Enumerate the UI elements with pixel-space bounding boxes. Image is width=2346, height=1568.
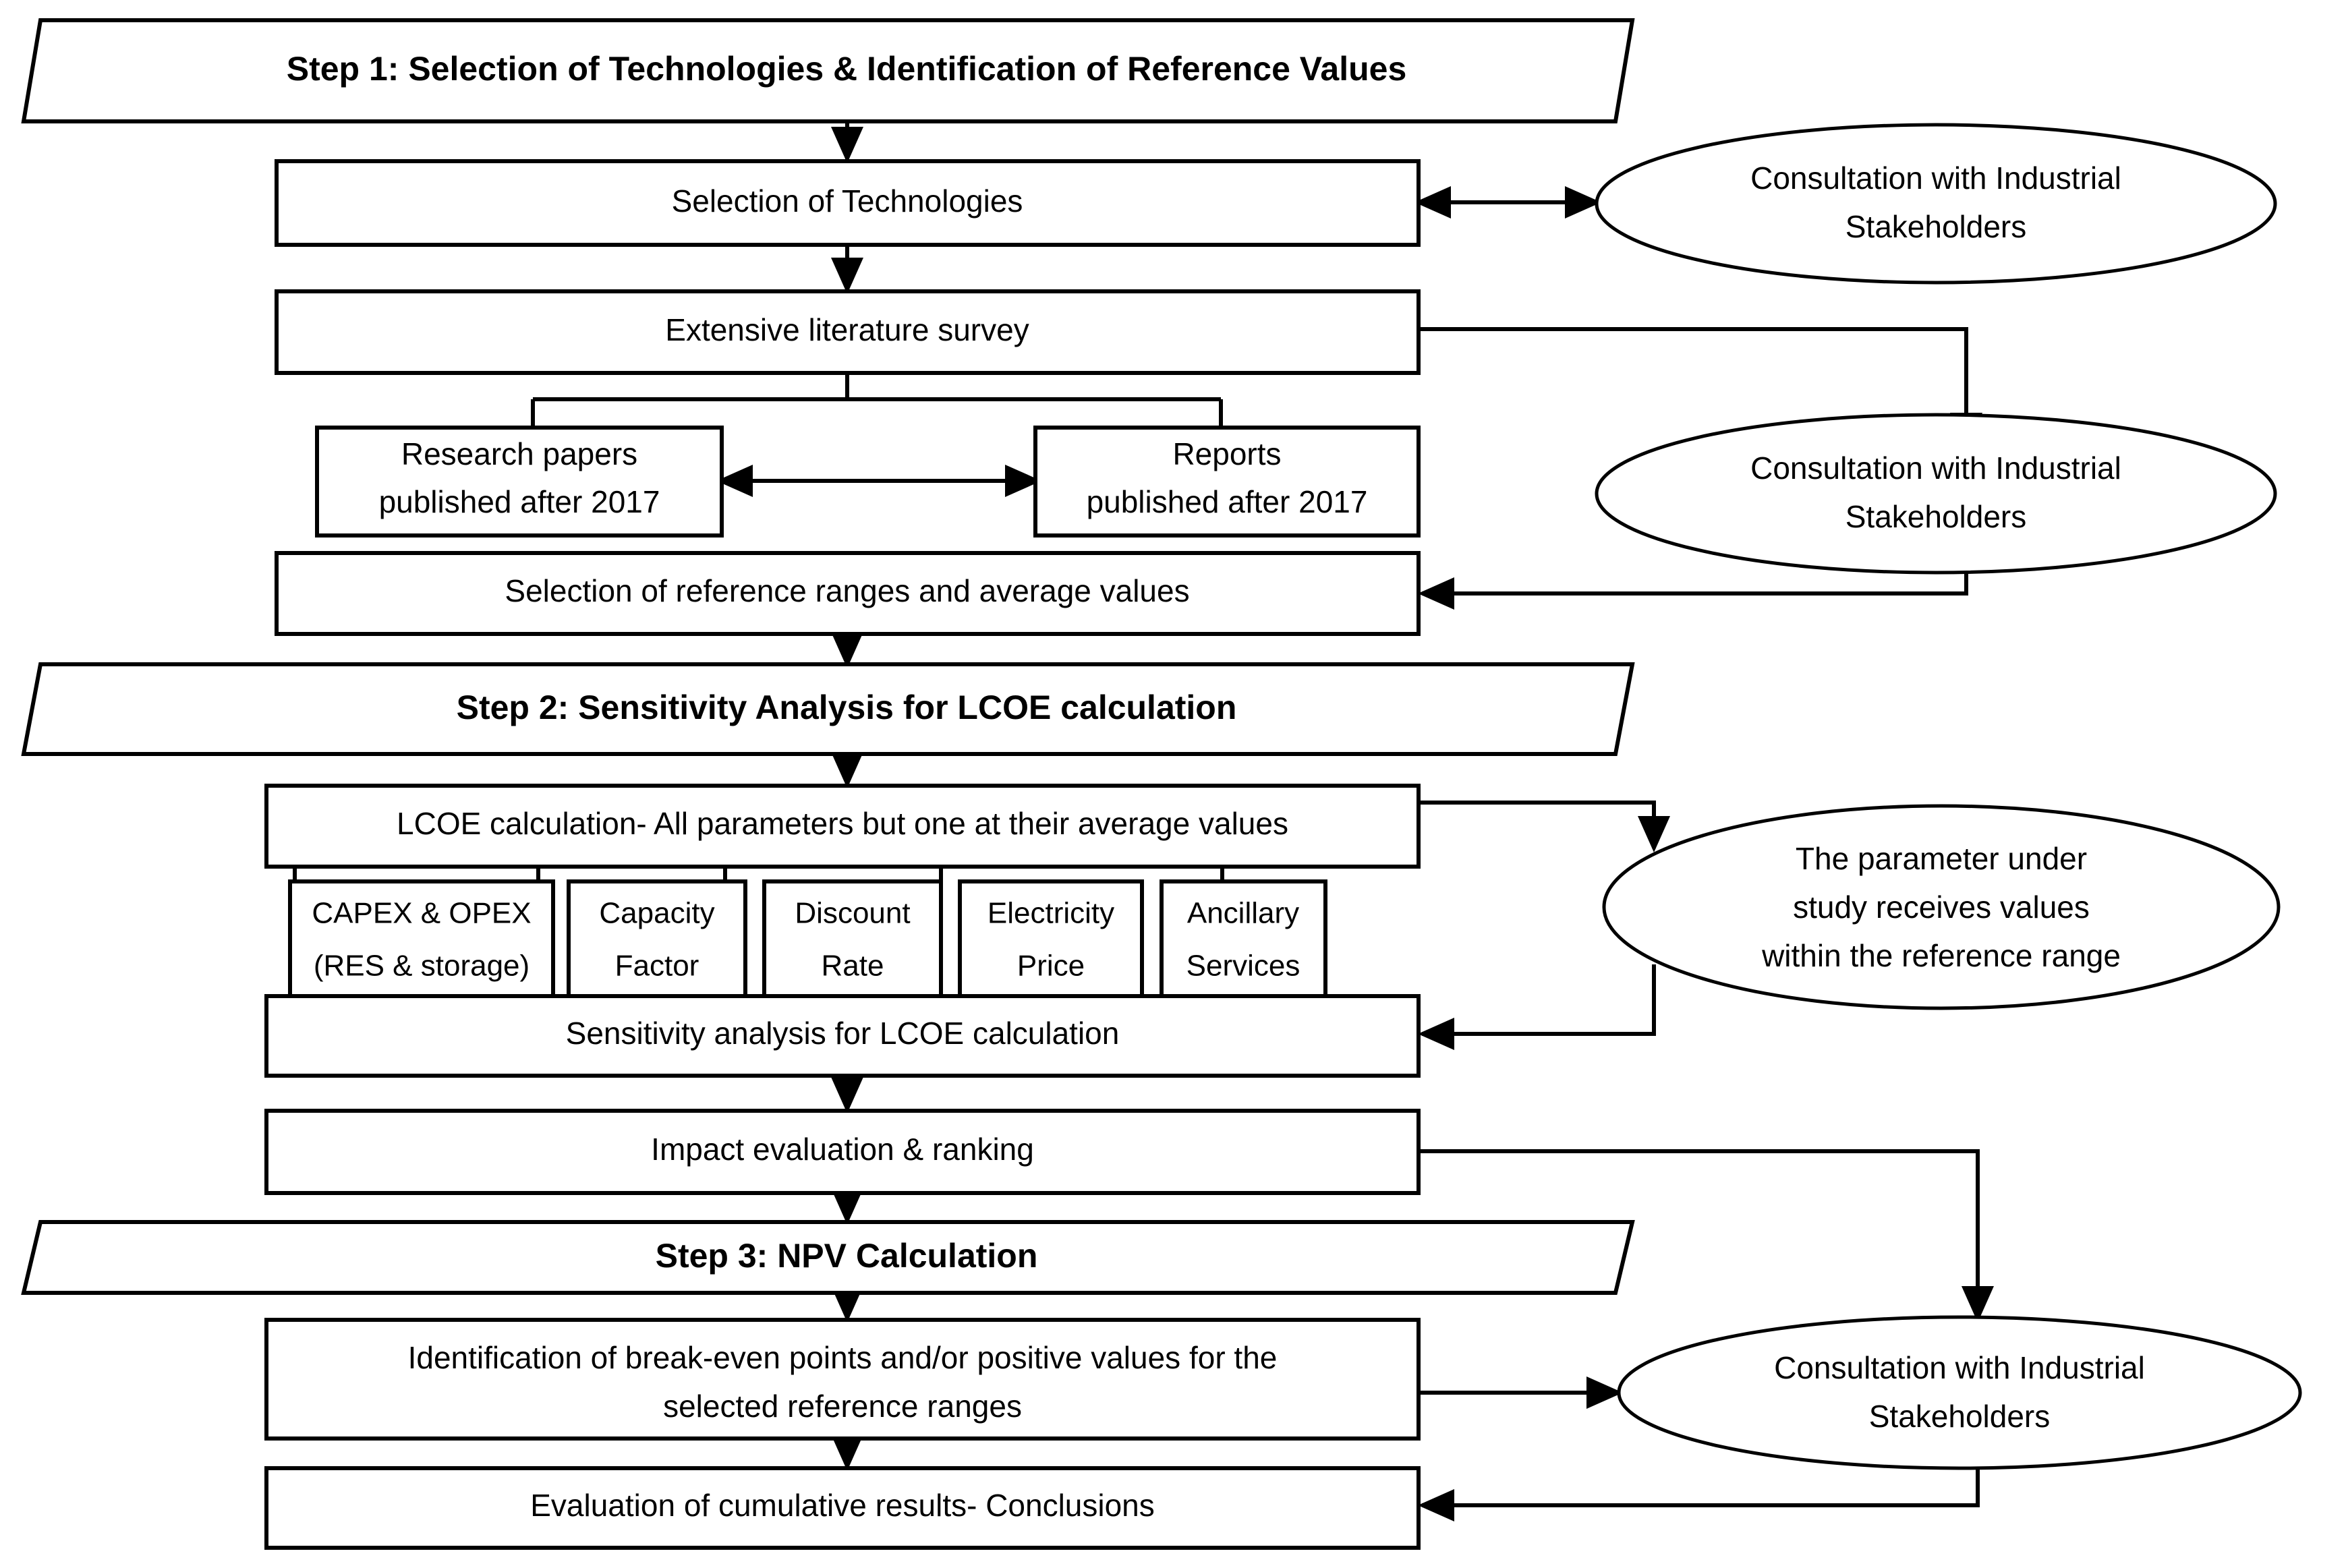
parameter-box-capex-opex-line1: CAPEX & OPEX	[312, 897, 531, 930]
parameter-box-discount-rate-line2: Rate	[822, 950, 884, 983]
connector-impact-to-consultation-bottom	[1419, 1149, 1994, 1323]
box-evaluation-cumulative-results[interactable]: Evaluation of cumulative results- Conclu…	[264, 1466, 1421, 1550]
ellipse-parameter-under-study[interactable]: The parameter under study receives value…	[1602, 804, 2281, 1010]
parameter-box-discount-rate[interactable]: Discount Rate	[762, 879, 943, 1012]
box-selection-reference-ranges[interactable]: Selection of reference ranges and averag…	[275, 551, 1421, 636]
ellipse-consultation-bottom[interactable]: Consultation with Industrial Stakeholder…	[1617, 1315, 2302, 1470]
ellipse-consultation-top-line2: Stakeholders	[1846, 209, 2027, 244]
box-extensive-literature-survey-label: Extensive literature survey	[665, 312, 1029, 347]
parameter-box-capacity-factor-line2: Factor	[615, 950, 699, 983]
ellipse-consultation-mid-line2: Stakeholders	[1846, 499, 2027, 534]
ellipse-consultation-mid[interactable]: Consultation with Industrial Stakeholder…	[1595, 413, 2277, 575]
connector-lcoe-to-parameter-ellipse	[1419, 801, 1670, 852]
box-identification-breakeven-line1: Identification of break-even points and/…	[408, 1340, 1278, 1375]
ellipse-consultation-bottom-line2: Stakeholders	[1869, 1399, 2051, 1434]
step3-banner: Step 3: NPV Calculation	[21, 1220, 1635, 1295]
box-selection-reference-ranges-label: Selection of reference ranges and averag…	[505, 573, 1189, 608]
box-selection-of-technologies-label: Selection of Technologies	[672, 183, 1023, 219]
ellipse-consultation-bottom-line1: Consultation with Industrial	[1774, 1350, 2145, 1385]
connector-survey-split	[531, 373, 1223, 426]
ellipse-parameter-under-study-line1: The parameter under	[1796, 841, 2087, 876]
box-identification-breakeven[interactable]: Identification of break-even points and/…	[264, 1318, 1421, 1441]
step2-banner: Step 2: Sensitivity Analysis for LCOE ca…	[21, 662, 1635, 756]
connector-consultation-bottom-to-evaluation	[1418, 1467, 1980, 1521]
ellipse-consultation-top-line1: Consultation with Industrial	[1750, 161, 2121, 196]
step3-banner-label: Step 3: NPV Calculation	[656, 1237, 1038, 1275]
box-selection-of-technologies[interactable]: Selection of Technologies	[275, 159, 1421, 247]
parameter-box-discount-rate-line1: Discount	[795, 897, 910, 930]
step1-banner-label: Step 1: Selection of Technologies & Iden…	[287, 50, 1407, 88]
parameter-box-ancillary-services-line2: Services	[1186, 950, 1300, 983]
parameter-box-electricity-price-line1: Electricity	[988, 897, 1114, 930]
box-research-papers-label-line1: Research papers	[401, 436, 637, 471]
box-reports[interactable]: Reports published after 2017	[1033, 426, 1421, 538]
step1-banner: Step 1: Selection of Technologies & Iden…	[21, 18, 1635, 123]
box-impact-evaluation-label: Impact evaluation & ranking	[651, 1132, 1034, 1167]
ellipse-consultation-mid-line1: Consultation with Industrial	[1750, 451, 2121, 486]
box-sensitivity-analysis[interactable]: Sensitivity analysis for LCOE calculatio…	[264, 994, 1421, 1078]
box-research-papers-label-line2: published after 2017	[379, 484, 660, 519]
box-lcoe-calculation-label: LCOE calculation- All parameters but one…	[397, 806, 1288, 841]
box-research-papers[interactable]: Research papers published after 2017	[315, 426, 724, 538]
ellipse-consultation-top[interactable]: Consultation with Industrial Stakeholder…	[1595, 123, 2277, 285]
parameter-box-capex-opex-line2: (RES & storage)	[314, 950, 530, 983]
box-extensive-literature-survey[interactable]: Extensive literature survey	[275, 289, 1421, 375]
box-lcoe-calculation[interactable]: LCOE calculation- All parameters but one…	[264, 784, 1421, 869]
ellipse-parameter-under-study-line2: study receives values	[1793, 890, 2090, 925]
parameter-box-capacity-factor-line1: Capacity	[599, 897, 714, 930]
connector-parameter-ellipse-to-sensitivity	[1418, 964, 1656, 1050]
parameter-box-ancillary-services[interactable]: Ancillary Services	[1160, 879, 1327, 1012]
parameter-box-electricity-price-line2: Price	[1017, 950, 1085, 983]
box-reports-label-line1: Reports	[1172, 436, 1281, 471]
box-impact-evaluation[interactable]: Impact evaluation & ranking	[264, 1109, 1421, 1195]
parameter-box-ancillary-services-line1: Ancillary	[1187, 897, 1299, 930]
parameter-box-electricity-price[interactable]: Electricity Price	[958, 879, 1144, 1012]
ellipse-parameter-under-study-line3: within the reference range	[1761, 938, 2121, 973]
step2-banner-label: Step 2: Sensitivity Analysis for LCOE ca…	[457, 689, 1237, 726]
box-evaluation-cumulative-results-label: Evaluation of cumulative results- Conclu…	[530, 1488, 1155, 1523]
box-reports-label-line2: published after 2017	[1087, 484, 1368, 519]
parameter-box-capex-opex[interactable]: CAPEX & OPEX (RES & storage)	[288, 879, 555, 1012]
parameter-box-capacity-factor[interactable]: Capacity Factor	[567, 879, 747, 1012]
connector-survey-to-consultation-mid	[1419, 327, 1982, 449]
box-sensitivity-analysis-label: Sensitivity analysis for LCOE calculatio…	[566, 1016, 1120, 1051]
box-identification-breakeven-line2: selected reference ranges	[663, 1389, 1022, 1424]
